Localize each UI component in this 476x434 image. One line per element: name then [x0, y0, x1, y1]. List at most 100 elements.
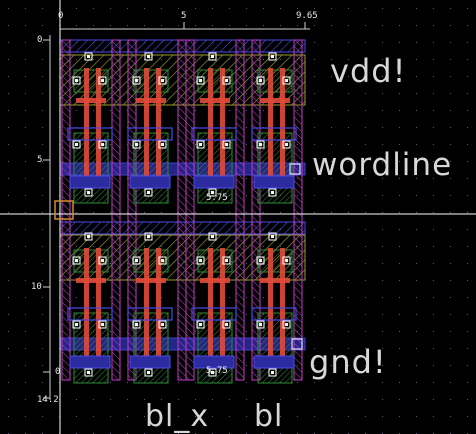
poly-cross-r1c2	[200, 278, 230, 283]
contact-core-r1c2-4	[225, 323, 228, 326]
m1-strap-r0c1	[129, 175, 171, 189]
poly-gate-a-r0c0	[84, 68, 89, 186]
contact-r1c0-0	[84, 232, 93, 241]
left-ruler-label-14-2: 14.2	[37, 395, 59, 405]
contact-core-r1c3-5	[271, 371, 274, 374]
m1-box-r0c2	[191, 127, 237, 141]
contact-r1c1-5	[144, 368, 153, 377]
selected-pin[interactable]	[54, 200, 74, 220]
contact-r0c3-2	[282, 76, 291, 85]
poly-gate-b-r1c0	[96, 248, 101, 366]
contact-r0c2-0	[208, 52, 217, 61]
net-label-vdd[interactable]: vdd!	[330, 52, 407, 90]
contact-core-r1c2-3	[199, 323, 202, 326]
contact-core-r0c3-4	[285, 143, 288, 146]
contact-core-r1c0-0	[87, 235, 90, 238]
contact-core-r1c3-4	[285, 323, 288, 326]
contact-core-r0c2-0	[211, 55, 214, 58]
contact-r0c1-3	[132, 140, 141, 149]
contact-r0c1-2	[158, 76, 167, 85]
contact-core-r0c2-1	[199, 79, 202, 82]
poly-cross-r0c3	[260, 98, 290, 103]
m1-strap-r0c2	[193, 175, 235, 189]
contact-core-r0c0-3	[75, 143, 78, 146]
contact-r1c0-1	[72, 256, 81, 265]
contact-core-r0c1-4	[161, 143, 164, 146]
poly-cross-r1c1	[136, 278, 166, 283]
left-ruler-label-0b: 0	[55, 367, 61, 377]
wordline-pin[interactable]	[289, 163, 301, 175]
poly-gate-b-r1c2	[220, 248, 225, 366]
left-ruler-label-0: 0	[37, 35, 43, 45]
poly-cross-r1c0	[76, 278, 106, 283]
dimension-label-lower: 5.75	[206, 366, 228, 376]
contact-r0c2-2	[222, 76, 231, 85]
contact-r0c0-2	[98, 76, 107, 85]
contact-core-r1c2-1	[199, 259, 202, 262]
contact-r1c3-2	[282, 256, 291, 265]
poly-gate-b-r1c3	[280, 248, 285, 366]
contact-core-r0c0-4	[101, 143, 104, 146]
top-ruler-label-0: 0	[58, 11, 64, 21]
poly-cross-r1c3	[260, 278, 290, 283]
contact-r1c1-3	[132, 320, 141, 329]
contact-r0c1-0	[144, 52, 153, 61]
contact-core-r1c1-2	[161, 259, 164, 262]
poly-gate-a-r0c2	[208, 68, 213, 186]
m1-box-r0c0	[67, 127, 113, 141]
top-ruler-label-5: 5	[181, 11, 187, 21]
poly-gate-b-r1c1	[156, 248, 161, 366]
contact-core-r0c3-5	[271, 191, 274, 194]
contact-r0c3-1	[256, 76, 265, 85]
contact-core-r1c3-0	[271, 235, 274, 238]
top-ruler-label-9-65: 9.65	[296, 11, 318, 21]
contact-r1c3-0	[268, 232, 277, 241]
contact-r1c1-4	[158, 320, 167, 329]
m1-strap-r1c3	[253, 355, 295, 369]
m1-box-r1c2	[191, 307, 237, 321]
contact-core-r0c1-1	[135, 79, 138, 82]
contact-r1c3-5	[268, 368, 277, 377]
m1-strap-r1c2	[193, 355, 235, 369]
poly-gate-b-r0c1	[156, 68, 161, 186]
poly-gate-a-r0c1	[144, 68, 149, 186]
contact-core-r1c2-5	[211, 371, 214, 374]
contact-r0c3-4	[282, 140, 291, 149]
contact-core-r1c3-2	[285, 259, 288, 262]
poly-gate-a-r0c3	[268, 68, 273, 186]
m1-box-r1c3	[251, 307, 297, 321]
m1-box-r0c3	[251, 127, 297, 141]
net-label-wordline[interactable]: wordline	[312, 147, 453, 183]
poly-gate-a-r1c1	[144, 248, 149, 366]
contact-r1c2-1	[196, 256, 205, 265]
contact-r1c3-3	[256, 320, 265, 329]
contact-r0c0-3	[72, 140, 81, 149]
contact-r1c3-4	[282, 320, 291, 329]
contact-r1c1-0	[144, 232, 153, 241]
poly-gate-a-r1c0	[84, 248, 89, 366]
contact-r0c0-0	[84, 52, 93, 61]
net-label-gnd[interactable]: gnd!	[309, 343, 387, 381]
contact-r0c3-3	[256, 140, 265, 149]
m1-strap-r1c0	[69, 355, 111, 369]
contact-core-r0c2-3	[199, 143, 202, 146]
contact-core-r0c3-1	[259, 79, 262, 82]
net-label-bl-x[interactable]: bl_x	[145, 399, 210, 434]
poly-gate-b-r0c2	[220, 68, 225, 186]
contact-core-r1c1-1	[135, 259, 138, 262]
contact-core-r1c1-4	[161, 323, 164, 326]
contact-core-r0c0-1	[75, 79, 78, 82]
contact-core-r0c0-5	[87, 191, 90, 194]
net-label-bl[interactable]: bl	[254, 399, 284, 434]
contact-core-r0c0-0	[87, 55, 90, 58]
contact-r0c0-1	[72, 76, 81, 85]
left-ruler-label-10: 10	[31, 282, 42, 292]
gnd-pin[interactable]	[291, 338, 303, 350]
contact-core-r0c1-3	[135, 143, 138, 146]
bitlines	[61, 39, 303, 381]
poly-cross-r0c2	[200, 98, 230, 103]
contact-core-r1c1-3	[135, 323, 138, 326]
contact-r1c3-1	[256, 256, 265, 265]
